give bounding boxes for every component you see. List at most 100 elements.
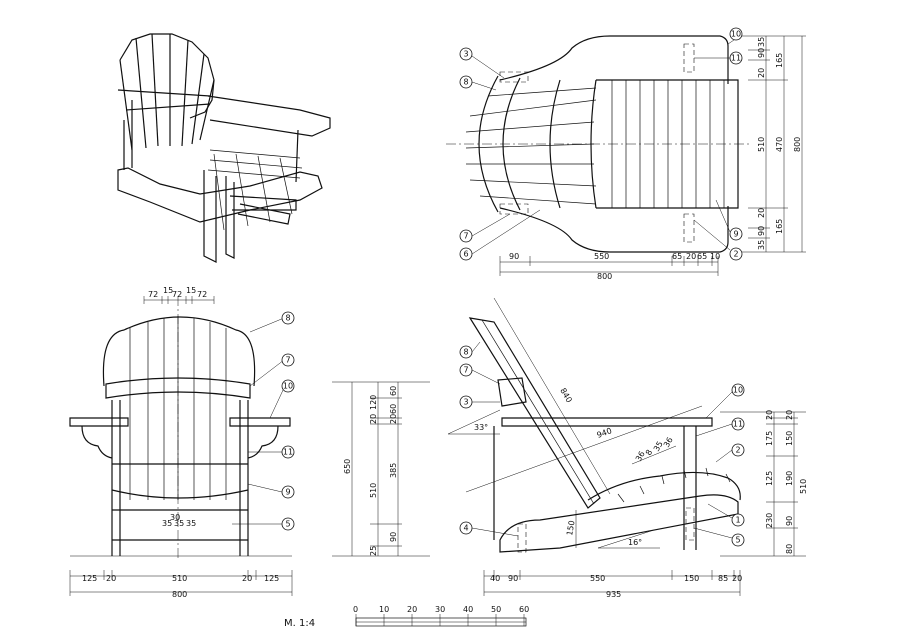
side-rdim-175: 175 <box>765 431 774 446</box>
svg-text:10: 10 <box>733 386 743 395</box>
top-dim-90: 90 <box>509 252 519 261</box>
callout-10-front: 10 <box>269 379 295 419</box>
top-dim-550: 550 <box>594 252 609 261</box>
side-rdim-125: 125 <box>765 471 774 486</box>
side-bottom-150: 150 <box>684 574 699 583</box>
side-seat-diag: 940 <box>596 426 613 440</box>
svg-text:7: 7 <box>285 356 290 365</box>
front-slat-dim-72b: 72 <box>172 290 182 299</box>
side-overall-length: 935 <box>606 590 621 599</box>
svg-text:10: 10 <box>283 382 293 391</box>
svg-text:5: 5 <box>735 536 740 545</box>
callout-10-top: 10 <box>727 27 743 45</box>
top-dim-65a: 65 <box>672 252 682 261</box>
side-seat-dim-8: 8 <box>644 448 654 457</box>
top-vdim-35a: 35 <box>757 37 766 47</box>
scale-tick-20: 20 <box>407 605 417 614</box>
front-bottom-510: 510 <box>172 574 187 583</box>
height-dim-60b: 60 <box>389 404 398 414</box>
side-bottom-85: 85 <box>718 574 728 583</box>
scale-bar: M. 1:4 0 10 20 30 40 50 60 <box>284 605 529 629</box>
height-dim-90: 90 <box>389 532 398 542</box>
perspective-view <box>117 33 331 263</box>
scale-tick-60: 60 <box>519 605 529 614</box>
front-slat-dim-lower-35b: 35 <box>174 519 184 528</box>
callout-8-side: 8 <box>459 341 481 359</box>
svg-text:2: 2 <box>735 446 740 455</box>
callout-3-top: 3 <box>459 47 505 79</box>
side-rdim-90: 90 <box>785 516 794 526</box>
callout-4-side: 4 <box>459 521 519 537</box>
callout-9-front: 9 <box>247 483 295 499</box>
top-vdim-470: 470 <box>775 137 784 152</box>
callout-7-front: 7 <box>249 353 295 387</box>
front-bottom-20a: 20 <box>106 574 116 583</box>
top-overall-depth: 800 <box>793 137 802 152</box>
callout-8-front: 8 <box>249 311 295 333</box>
side-view: 840 940 33° 16° 36 8 35 36 150 <box>447 297 808 599</box>
height-total-650: 650 <box>343 459 352 474</box>
svg-text:8: 8 <box>463 78 468 87</box>
callout-5-side: 5 <box>693 527 745 547</box>
height-dim-20a: 20 <box>369 414 378 424</box>
side-total-510: 510 <box>799 479 808 494</box>
front-slat-dim-lower-30: 30 <box>170 513 180 522</box>
svg-text:8: 8 <box>285 314 290 323</box>
callout-9-top: 9 <box>715 199 743 241</box>
front-slat-dim-lower-35c: 35 <box>186 519 196 528</box>
side-angle-leg: 16° <box>628 538 642 547</box>
callout-11-side: 11 <box>695 417 745 437</box>
side-rdim-20b: 20 <box>785 410 794 420</box>
height-dim-120: 120 <box>369 395 378 410</box>
side-rdim-230: 230 <box>765 513 774 528</box>
top-view: 90 550 65 20 65 10 800 35 90 165 20 470 … <box>446 27 806 281</box>
callout-11-front: 11 <box>248 445 295 459</box>
top-vdim-20b: 20 <box>757 208 766 218</box>
side-bottom-40: 40 <box>490 574 500 583</box>
scale-tick-10: 10 <box>379 605 389 614</box>
callout-2-top: 2 <box>693 219 743 261</box>
top-vdim-35b: 35 <box>757 240 766 250</box>
svg-text:11: 11 <box>733 420 743 429</box>
side-back-length: 840 <box>558 387 573 405</box>
callout-7-top: 7 <box>459 213 511 243</box>
callout-10-side: 10 <box>705 383 745 419</box>
top-vdim-165b: 165 <box>775 219 784 234</box>
top-vdim-165a: 165 <box>775 53 784 68</box>
front-overall-width: 800 <box>172 590 187 599</box>
scale-tick-40: 40 <box>463 605 473 614</box>
svg-text:2: 2 <box>733 250 738 259</box>
svg-text:11: 11 <box>731 54 741 63</box>
callout-6-top: 6 <box>459 209 541 261</box>
svg-text:8: 8 <box>463 348 468 357</box>
svg-text:4: 4 <box>463 524 468 533</box>
callout-7-side: 7 <box>459 363 501 385</box>
top-dim-65b: 65 <box>697 252 707 261</box>
front-slat-dim-72c: 72 <box>197 290 207 299</box>
svg-text:10: 10 <box>731 30 741 39</box>
height-dim-60a: 60 <box>389 386 398 396</box>
callout-8-top: 8 <box>459 75 497 91</box>
svg-text:6: 6 <box>463 250 468 259</box>
top-vdim-90a: 90 <box>757 48 766 58</box>
height-dim-25: 25 <box>369 546 378 556</box>
side-bottom-20: 20 <box>732 574 742 583</box>
top-dim-10: 10 <box>710 252 720 261</box>
height-dim-385: 385 <box>389 463 398 478</box>
top-dim-20: 20 <box>686 252 696 261</box>
callout-11-top: 11 <box>694 51 743 65</box>
top-vdim-20a: 20 <box>757 68 766 78</box>
svg-text:3: 3 <box>463 398 468 407</box>
callout-1-side: 1 <box>707 503 745 527</box>
top-vertical-dims: 35 90 165 20 470 20 165 90 35 510 800 <box>757 37 802 250</box>
front-slat-dim-72a: 72 <box>148 290 158 299</box>
side-seat-dim-35: 35 <box>652 440 665 453</box>
side-angle-back: 33° <box>474 423 488 432</box>
height-total-510: 510 <box>369 483 378 498</box>
scale-tick-50: 50 <box>491 605 501 614</box>
front-view: 72 15 72 15 72 30 35 35 35 <box>69 286 295 599</box>
svg-text:5: 5 <box>285 520 290 529</box>
side-rdim-150: 150 <box>785 431 794 446</box>
side-leg-dim: 150 <box>565 520 577 537</box>
top-overall-width: 800 <box>597 272 612 281</box>
